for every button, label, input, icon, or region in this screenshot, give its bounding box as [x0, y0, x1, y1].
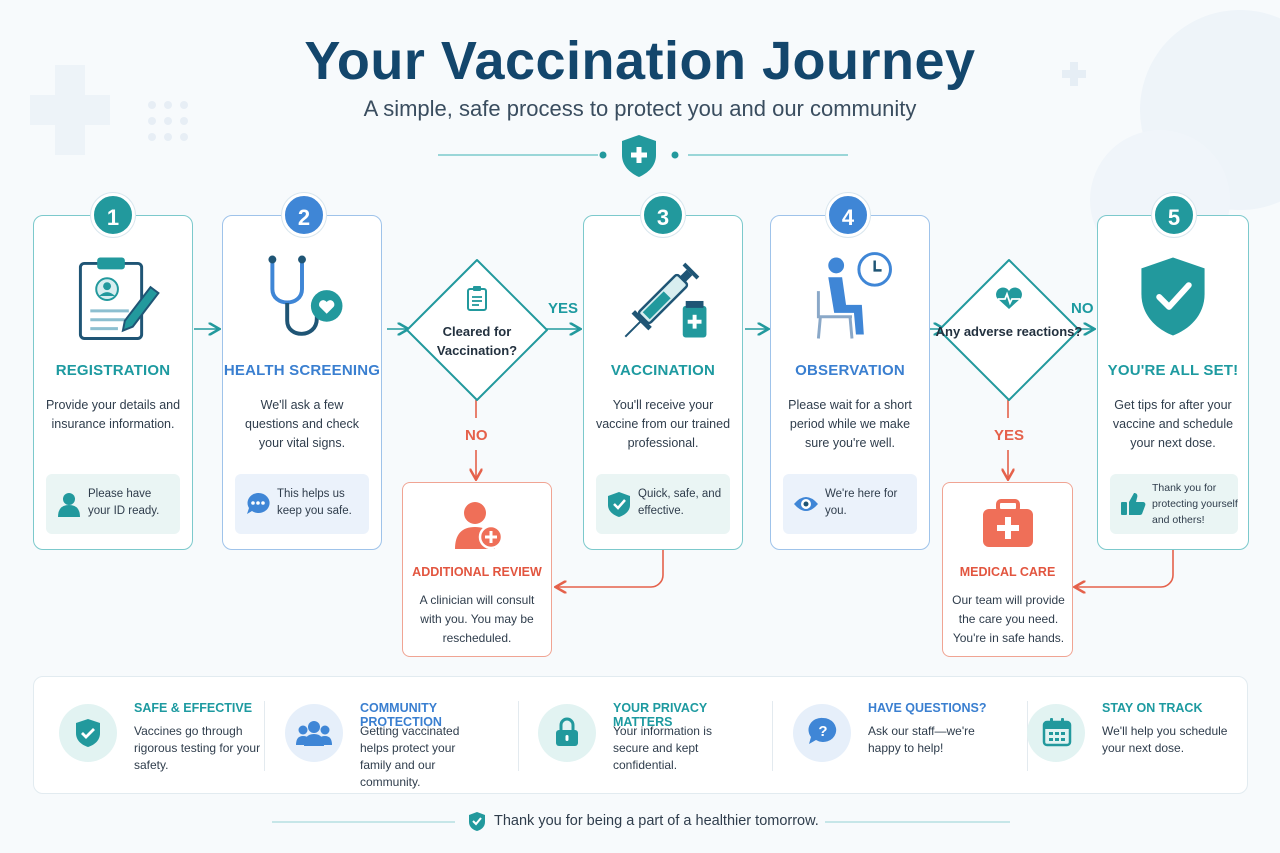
branch-label-alternate: NO [465, 427, 488, 444]
step-note: This helps us keep you safe. [235, 474, 369, 534]
step-note: Thank you for protecting yourself and ot… [1110, 474, 1238, 534]
info-questions: ? HAVE QUESTIONS? Ask our staff—we're ha… [768, 677, 1011, 795]
footer-text: Thank you for being a part of a healthie… [494, 813, 819, 829]
heart-pulse-icon [996, 287, 1022, 309]
info-description: Your information is secure and kept conf… [613, 724, 712, 772]
note-text: This helps us keep you safe. [277, 488, 352, 517]
decision-question: Any adverse reactions? [935, 324, 1083, 339]
divider [264, 701, 265, 771]
note-text: Quick, safe, and effective. [638, 488, 722, 517]
svg-text:?: ? [818, 723, 827, 740]
calendar-icon [1042, 718, 1072, 747]
note-text: Thank you for protecting yourself and ot… [1152, 482, 1238, 526]
footer: Thank you for being a part of a healthie… [0, 810, 1280, 834]
step-title: VACCINATION [610, 362, 716, 379]
info-privacy: YOUR PRIVACY MATTERS Your information is… [513, 677, 756, 795]
step-number: 1 [91, 193, 135, 237]
info-title: SAFE & EFFECTIVE [134, 701, 253, 715]
step-card-all-set: YOU'RE ALL SET! Get tips for after your … [1097, 215, 1249, 550]
info-title: STAY ON TRACK [1102, 701, 1203, 715]
info-community-protection: COMMUNITY PROTECTION Getting vaccinated … [260, 677, 503, 795]
info-stay-on-track: STAY ON TRACK We'll help you schedule yo… [1002, 677, 1245, 795]
step-title: REGISTRATION [55, 362, 171, 379]
question-chat-icon: ? [808, 717, 837, 744]
step-title: HEALTH SCREENING [223, 362, 381, 379]
clipboard-icon [467, 286, 487, 311]
page-subtitle: A simple, safe process to protect you an… [363, 96, 917, 121]
syringe-icon [624, 262, 707, 338]
person-icon [58, 493, 80, 517]
step-card-registration: REGISTRATION Provide your details and in… [33, 215, 193, 550]
header: Your Vaccination Journey A simple, safe … [0, 28, 1280, 122]
info-description: We'll help you schedule your next dose. [1102, 724, 1228, 755]
step-number: 5 [1152, 193, 1196, 237]
shield-plus-icon [438, 135, 848, 177]
branch-label-proceed: YES [548, 300, 579, 317]
step-note: Quick, safe, and effective. [596, 474, 730, 534]
info-safe-effective: SAFE & EFFECTIVE Vaccines go through rig… [34, 677, 277, 795]
group-icon [296, 721, 332, 746]
step-note: Please have your ID ready. [46, 474, 180, 534]
step-note: We're here for you. [783, 474, 917, 534]
step-title: OBSERVATION [795, 362, 905, 379]
step-card-vaccination: VACCINATION You'll receive your vaccine … [583, 215, 743, 550]
info-bar: SAFE & EFFECTIVE Vaccines go through rig… [33, 676, 1248, 794]
info-title: HAVE QUESTIONS? [868, 701, 987, 715]
step-number: 4 [826, 193, 870, 237]
divider [772, 701, 773, 771]
alternate-card-medical-care: MEDICAL CARE Our team will provide the c… [942, 482, 1073, 657]
step-title: YOU'RE ALL SET! [1107, 362, 1239, 379]
shield-check-icon [1141, 257, 1205, 336]
info-title: COMMUNITY PROTECTION [360, 701, 442, 729]
clinician-plus-icon [455, 502, 504, 550]
step-description: Provide your details and insurance infor… [45, 398, 181, 431]
decision-adverse: Any adverse reactions? [934, 255, 1084, 405]
alternate-card-additional-review: ADDITIONAL REVIEW A clinician will consu… [402, 482, 552, 657]
clipboard-icon [78, 257, 160, 340]
waiting-clock-icon [816, 252, 892, 339]
thumbs-up-icon [1121, 493, 1146, 515]
info-title: YOUR PRIVACY MATTERS [613, 701, 708, 729]
shield-check-icon [76, 719, 100, 747]
branch-label-proceed: NO [1071, 300, 1094, 317]
note-text: Please have your ID ready. [88, 488, 160, 517]
stethoscope-icon [268, 255, 343, 336]
info-description: Vaccines go through rigorous testing for… [134, 724, 261, 772]
decision-question: Cleared for Vaccination? [436, 324, 518, 358]
alternate-description: A clinician will consult with you. You m… [419, 593, 535, 645]
step-card-observation: OBSERVATION Please wait for a short peri… [770, 215, 930, 550]
page-title: Your Vaccination Journey [304, 31, 976, 91]
chat-icon [247, 492, 270, 514]
decision-cleared: Cleared for Vaccination? [402, 255, 552, 405]
step-description: Get tips for after your vaccine and sche… [1112, 398, 1234, 450]
alternate-description: Our team will provide the care you need.… [952, 593, 1065, 645]
alternate-title: ADDITIONAL REVIEW [412, 565, 542, 579]
lock-icon [556, 717, 578, 746]
step-description: We'll ask a few questions and check your… [245, 398, 359, 450]
branch-label-alternate: YES [994, 427, 1025, 444]
step-description: You'll receive your vaccine from our tra… [595, 398, 731, 450]
step-card-health-screening: HEALTH SCREENING We'll ask a few questio… [222, 215, 382, 550]
footer-divider-lines [272, 821, 1010, 823]
note-text: We're here for you. [825, 488, 898, 517]
alternate-title: MEDICAL CARE [959, 565, 1056, 579]
shield-check-icon [608, 492, 630, 517]
step-number: 3 [641, 193, 685, 237]
shield-check-icon [469, 812, 485, 831]
divider [518, 701, 519, 771]
step-number: 2 [282, 193, 326, 237]
info-description: Ask our staff—we're happy to help! [868, 724, 975, 755]
decision-diamond [938, 259, 1080, 401]
info-description: Getting vaccinated helps protect your fa… [360, 724, 460, 789]
first-aid-kit-icon [983, 499, 1033, 547]
step-description: Please wait for a short period while we … [788, 398, 912, 450]
eye-icon [794, 497, 818, 511]
decision-diamond [406, 259, 548, 401]
